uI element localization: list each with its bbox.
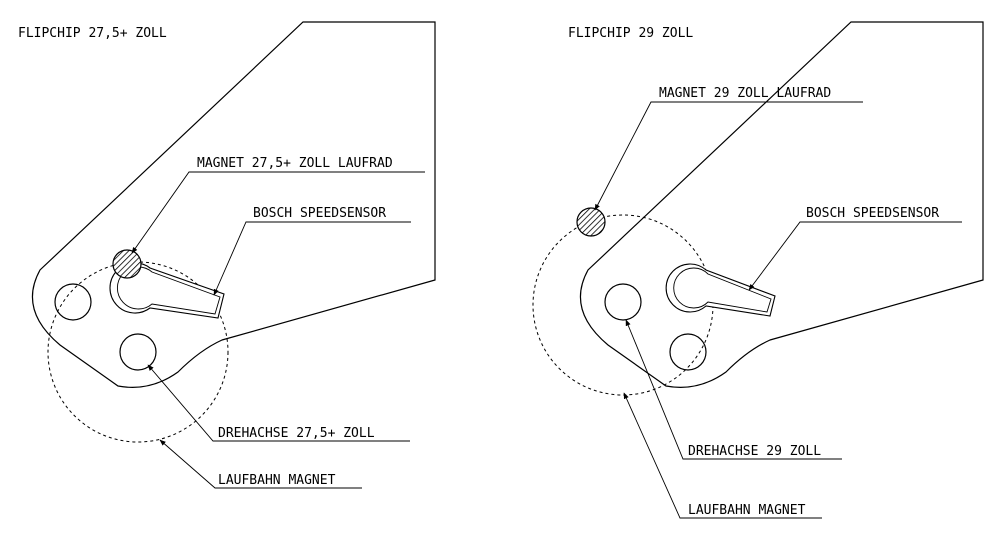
right-magnet-leader	[594, 101, 863, 211]
left-track-label: LAUFBAHN MAGNET	[218, 473, 336, 488]
right-sensor-label: BOSCH SPEEDSENSOR	[806, 206, 939, 221]
right-track-label: LAUFBAHN MAGNET	[688, 503, 806, 518]
left-magnet-track	[47, 261, 229, 443]
right-frame-outline	[579, 21, 984, 388]
right-sensor-inner	[673, 267, 772, 313]
left-axis-label: DREHACHSE 27,5+ ZOLL	[218, 426, 375, 441]
left-mount-hole	[54, 283, 92, 321]
right-title: FLIPCHIP 29 ZOLL	[568, 26, 693, 41]
right-magnet-label: MAGNET 29 ZOLL LAUFRAD	[659, 86, 831, 101]
left-title: FLIPCHIP 27,5+ ZOLL	[18, 26, 167, 41]
right-mount-hole	[669, 333, 707, 371]
left-magnet-leader	[131, 171, 425, 254]
left-frame-outline	[31, 21, 436, 388]
right-view: FLIPCHIP 29 ZOLL MAGNET 29 ZOLL LAUFRAD …	[532, 21, 984, 519]
left-view: FLIPCHIP 27,5+ ZOLL MAGNET 27,5+ ZOLL LA…	[18, 21, 436, 489]
left-track-leader	[159, 439, 362, 489]
right-axis-label: DREHACHSE 29 ZOLL	[688, 444, 821, 459]
left-sensor-leader	[213, 221, 411, 296]
left-sensor-label: BOSCH SPEEDSENSOR	[253, 206, 386, 221]
right-magnet	[576, 207, 606, 237]
right-sensor-leader	[748, 221, 962, 291]
left-magnet	[112, 249, 142, 279]
right-sensor-body	[665, 263, 776, 317]
right-track-leader	[623, 392, 822, 519]
left-pivot-hole	[119, 333, 157, 371]
left-axis-leader	[147, 364, 410, 442]
left-magnet-label: MAGNET 27,5+ ZOLL LAUFRAD	[197, 156, 393, 171]
right-pivot-hole	[604, 283, 642, 321]
right-axis-leader	[625, 319, 842, 460]
